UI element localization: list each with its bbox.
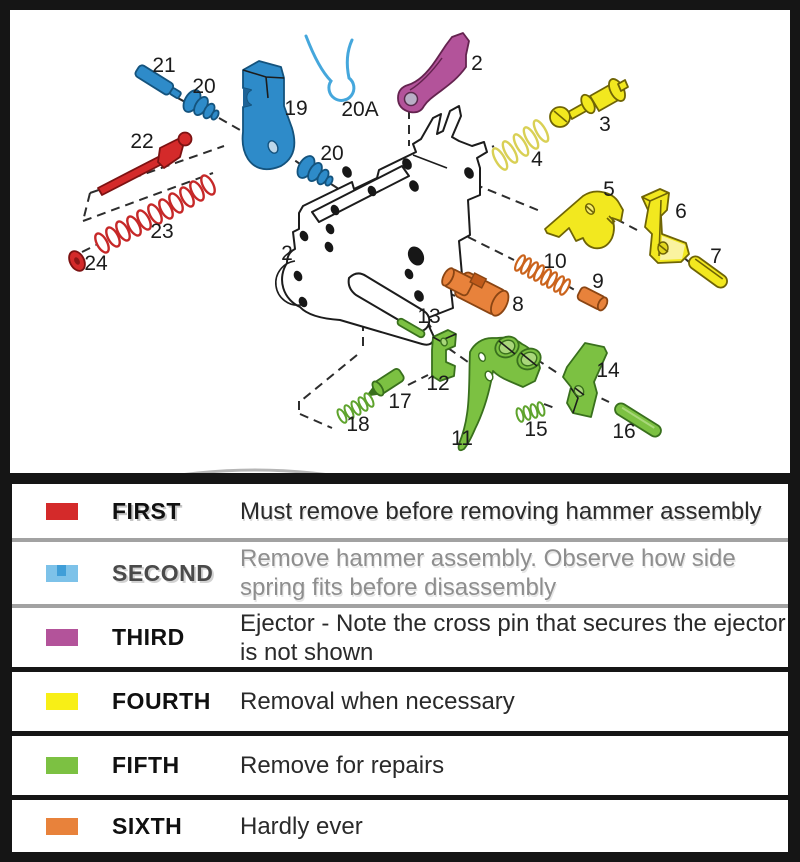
legend-row-third: THIRD Ejector - Note the cross pin that … xyxy=(12,608,788,667)
part-5-sear xyxy=(544,190,624,250)
order-label: FIFTH xyxy=(112,752,180,778)
order-label: FIRST xyxy=(112,497,181,524)
part-2-ejector xyxy=(397,32,470,114)
part-label: 2 xyxy=(471,52,483,75)
part-label: 20A xyxy=(341,98,378,121)
legend-row-first: FIRST Must remove before removing hammer… xyxy=(12,484,788,538)
order-description: Ejector - Note the cross pin that secure… xyxy=(240,609,786,666)
part-label: 8 xyxy=(512,293,524,316)
part-20-bushing-right xyxy=(296,155,334,187)
part-label: 6 xyxy=(675,200,687,223)
part-label: 11 xyxy=(451,427,473,450)
color-swatch-green xyxy=(46,757,78,774)
part-19-hammer xyxy=(241,60,296,171)
part-24-strut-washer xyxy=(68,250,86,272)
order-label: THIRD xyxy=(112,624,185,650)
order-description: Remove hammer assembly. Observe how side… xyxy=(240,545,736,601)
part-label: 17 xyxy=(388,390,411,413)
part-6-bolt-stop xyxy=(641,188,690,264)
diagram-area: 21 20 19 20A 2 3 4 5 6 7 20 22 23 24 2 1… xyxy=(10,10,790,473)
part-2-trigger-housing xyxy=(275,105,488,346)
part-21-hammer-pivot-pin xyxy=(134,64,182,99)
part-label: 23 xyxy=(150,220,173,243)
part-label: 10 xyxy=(543,250,566,273)
part-label: 21 xyxy=(152,54,175,77)
part-23-hammer-spring xyxy=(94,174,216,254)
part-label: 13 xyxy=(417,305,440,328)
part-label: 24 xyxy=(84,252,108,275)
part-label: 12 xyxy=(426,372,449,395)
legend-row-second: SECOND Remove hammer assembly. Observe h… xyxy=(12,542,788,604)
part-label: 20 xyxy=(320,142,343,165)
part-number-labels: 21 20 19 20A 2 3 4 5 6 7 20 22 23 24 2 1… xyxy=(84,52,722,450)
part-16-pin xyxy=(614,402,662,438)
part-label: 14 xyxy=(596,359,620,382)
order-description: Removal when necessary xyxy=(240,688,515,715)
part-10-spring xyxy=(514,254,571,296)
row-separator xyxy=(12,604,788,608)
part-20-bushing-left xyxy=(182,89,220,121)
part-22-hammer-strut xyxy=(97,131,193,196)
part-label: 4 xyxy=(531,148,543,171)
color-swatch-red xyxy=(46,502,78,520)
color-swatch-magenta xyxy=(46,629,78,646)
part-11-trigger xyxy=(457,335,542,452)
part-label: 16 xyxy=(612,420,635,443)
part-7-pivot-pin xyxy=(688,255,728,289)
part-3-bolt-lock-plunger xyxy=(549,78,629,128)
legend-row-sixth: SIXTH Hardly ever xyxy=(12,800,788,852)
part-14-disconnector xyxy=(562,342,608,418)
order-description: Hardly ever xyxy=(240,812,363,840)
part-12-disconnector-block xyxy=(431,329,457,382)
order-label: FOURTH xyxy=(112,688,211,714)
part-4-plunger-spring xyxy=(491,119,550,171)
part-label: 2 xyxy=(281,242,293,265)
part-label: 18 xyxy=(346,413,369,436)
order-description: Remove for repairs xyxy=(240,752,445,779)
part-label: 15 xyxy=(524,418,547,441)
row-separator xyxy=(12,667,788,672)
disassembly-order-legend: FIRST Must remove before removing hammer… xyxy=(10,473,790,852)
part-18-spring xyxy=(336,392,375,424)
order-label: SIXTH xyxy=(112,812,183,839)
order-description: Must remove before removing hammer assem… xyxy=(240,497,762,525)
part-label: 5 xyxy=(603,178,615,201)
part-label: 22 xyxy=(130,130,153,153)
legend-row-fifth: FIFTH Remove for repairs xyxy=(12,736,788,795)
part-label: 9 xyxy=(592,270,604,293)
part-13-pin xyxy=(396,317,426,339)
exploded-view-svg: 21 20 19 20A 2 3 4 5 6 7 20 22 23 24 2 1… xyxy=(68,32,728,452)
row-separator xyxy=(12,731,788,736)
housing-pin-holes xyxy=(293,158,474,308)
part-label: 3 xyxy=(599,113,611,136)
row-separator xyxy=(12,538,788,542)
legend-row-fourth: FOURTH Removal when necessary xyxy=(12,672,788,731)
legend-top-band xyxy=(10,473,790,484)
color-swatch-orange xyxy=(46,817,78,835)
part-label: 7 xyxy=(710,245,722,268)
part-20A-wire-spring xyxy=(304,34,356,102)
order-label: SECOND xyxy=(112,559,214,586)
part-label: 20 xyxy=(192,75,215,98)
part-8-bolt-lock xyxy=(441,267,510,317)
part-9-plunger xyxy=(576,286,609,312)
color-swatch-blue xyxy=(46,564,78,582)
row-separator xyxy=(12,795,788,800)
part-15-spring xyxy=(515,401,546,423)
color-swatch-yellow xyxy=(46,693,78,710)
part-label: 19 xyxy=(284,97,307,120)
